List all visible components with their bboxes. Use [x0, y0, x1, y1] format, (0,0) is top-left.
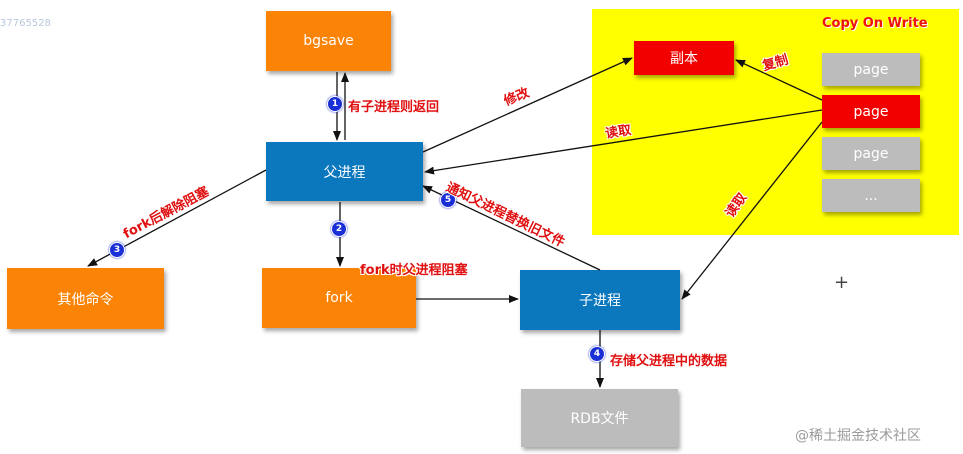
step-1-badge: 1: [327, 96, 343, 112]
child-process-node: 子进程: [520, 270, 680, 330]
rdb-file-node-label: RDB文件: [570, 411, 629, 427]
read-parent-label: 读取: [604, 123, 633, 142]
step-3-badge: 3: [109, 242, 125, 258]
page-box-modified-label: page: [853, 103, 889, 120]
arrow-page-read-parent: [424, 109, 823, 175]
copy-on-write-title: Copy On Write: [822, 16, 928, 31]
watermark-text: @稀土掘金技术社区: [795, 428, 921, 444]
page-box-1-label: page: [853, 61, 889, 78]
page-box-1: page: [822, 53, 920, 86]
page-box-modified: page: [822, 95, 920, 128]
other-commands-node: 其他命令: [7, 268, 164, 329]
child-process-node-label: 子进程: [579, 293, 621, 309]
crosshair-cursor-icon: +: [834, 272, 850, 293]
top-left-id-text: 37765528: [0, 18, 51, 29]
parent-process-node: 父进程: [266, 142, 423, 201]
step-1-label: 有子进程则返回: [348, 100, 440, 115]
arrow-page-read-child: [681, 121, 823, 300]
bgsave-node-label: bgsave: [303, 33, 354, 49]
bgsave-node: bgsave: [266, 11, 391, 71]
step-4-badge: 4: [589, 346, 605, 362]
page-box-ellipsis: ...: [822, 179, 920, 212]
copy-box: 副本: [634, 41, 734, 75]
step-5-badge: 5: [440, 192, 456, 208]
copy-box-label: 副本: [670, 51, 698, 67]
other-commands-node-label: 其他命令: [57, 291, 114, 308]
page-box-3-label: page: [853, 145, 889, 162]
step-4-label: 存储父进程中的数据: [610, 354, 728, 369]
step-2-badge: 2: [331, 221, 347, 237]
arrow-page-to-copy: [735, 59, 823, 101]
fork-node: fork: [262, 268, 416, 328]
parent-process-node-label: 父进程: [323, 164, 366, 181]
step-2-label: fork时父进程阻塞: [360, 263, 468, 278]
fork-node-label: fork: [325, 290, 353, 306]
arrow-parent-to-copy: [422, 57, 633, 153]
page-box-ellipsis-label: ...: [864, 187, 878, 204]
page-box-3: page: [822, 137, 920, 170]
rdb-file-node: RDB文件: [521, 389, 678, 447]
